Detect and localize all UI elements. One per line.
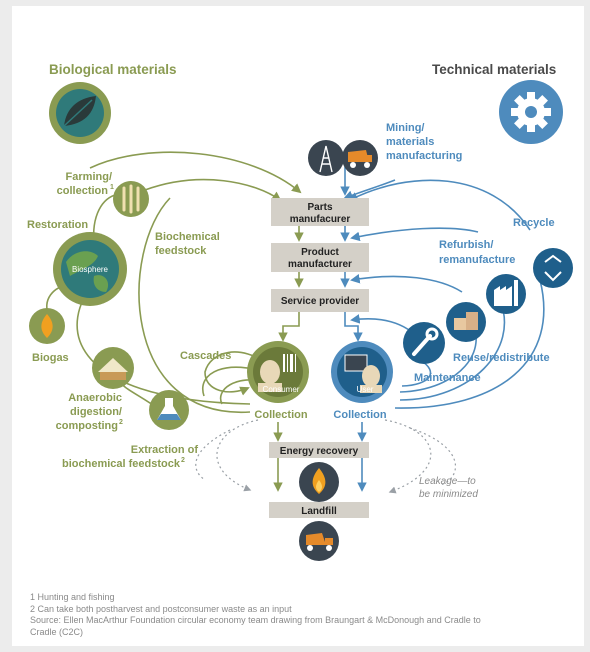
mining-truck-icon bbox=[342, 140, 378, 176]
bio-collection-label: Collection bbox=[254, 409, 307, 421]
footnote-1: 1 Hunting and fishing bbox=[30, 592, 115, 602]
service-provider-box: Service provider bbox=[271, 289, 369, 312]
mining-label-line1: Mining/ bbox=[386, 122, 425, 134]
svg-text:Landfill: Landfill bbox=[301, 506, 337, 517]
footnotes: 1 Hunting and fishing 2 Can take both po… bbox=[30, 592, 590, 638]
leakage-dotted-arcs bbox=[195, 419, 457, 494]
biogas-label: Biogas bbox=[32, 352, 69, 364]
maintenance-label: Maintenance bbox=[414, 372, 481, 384]
center-flow-arrows bbox=[273, 160, 367, 492]
tech-collection-label: Collection bbox=[333, 409, 386, 421]
extraction-sup: 2 bbox=[181, 457, 185, 464]
recycle-icon bbox=[533, 248, 573, 288]
farming-label-line1: Farming/ bbox=[66, 171, 112, 183]
refurbish-label-line1: Refurbish/ bbox=[439, 239, 493, 251]
extraction-label-line1: Extraction of bbox=[131, 444, 199, 456]
farming-label-line2: collection bbox=[57, 185, 109, 197]
recycle-label: Recycle bbox=[513, 217, 555, 229]
mining-label-line3: manufacturing bbox=[386, 150, 462, 162]
anaerobic-label-line1: Anaerobic bbox=[68, 392, 122, 404]
compost-icon bbox=[92, 347, 134, 389]
biosphere-globe-icon: Biosphere bbox=[53, 232, 127, 306]
biological-materials-header: Biological materials bbox=[49, 62, 177, 77]
footnote-source: Source: Ellen MacArthur Foundation circu… bbox=[30, 615, 481, 625]
parts-manufacturer-box: Parts manufacurer bbox=[271, 198, 369, 226]
mining-label-line2: materials bbox=[386, 136, 434, 148]
boxes-icon bbox=[446, 302, 486, 342]
anaerobic-sup: 2 bbox=[119, 419, 123, 426]
footnote-2: 2 Can take both postharvest and postcons… bbox=[30, 603, 292, 614]
oil-derrick-icon bbox=[308, 140, 344, 176]
farming-sup: 1 bbox=[110, 184, 114, 191]
biochemical-label-line2: feedstock bbox=[155, 245, 207, 257]
barcode-consumer-icon: Consumer bbox=[247, 341, 309, 403]
user-label: User bbox=[357, 385, 374, 394]
dump-truck-icon bbox=[299, 521, 339, 561]
fire-icon bbox=[299, 462, 339, 502]
svg-text:Energy recovery: Energy recovery bbox=[280, 446, 359, 457]
flame-icon bbox=[29, 308, 65, 344]
anaerobic-label-line2: digestion/ bbox=[70, 406, 122, 418]
biochemical-label-line1: Biochemical bbox=[155, 231, 220, 243]
leaf-icon bbox=[49, 82, 111, 144]
leakage-label-line1: Leakage—to bbox=[419, 476, 476, 487]
footnote-source-cont: Cradle (C2C) bbox=[30, 626, 84, 637]
cascades-label: Cascades bbox=[180, 350, 231, 362]
gear-icon bbox=[499, 80, 563, 144]
svg-text:Parts: Parts bbox=[307, 202, 332, 213]
svg-text:Product: Product bbox=[301, 247, 339, 258]
svg-text:manufacturer: manufacturer bbox=[288, 259, 352, 270]
svg-text:manufacurer: manufacurer bbox=[290, 214, 351, 225]
landfill-box: Landfill bbox=[269, 502, 369, 518]
refurbish-label-line2: remanufacture bbox=[439, 254, 515, 266]
product-manufacturer-box: Product manufacturer bbox=[271, 243, 369, 272]
computer-user-icon bbox=[331, 341, 393, 403]
anaerobic-label-line3: composting bbox=[56, 420, 118, 432]
energy-recovery-box: Energy recovery bbox=[269, 442, 369, 458]
technical-materials-header: Technical materials bbox=[432, 62, 556, 77]
extraction-label-line2: biochemical feedstock bbox=[62, 458, 181, 470]
reuse-label: Reuse/redistribute bbox=[453, 352, 550, 364]
svg-text:Biosphere: Biosphere bbox=[72, 265, 109, 274]
wrench-icon bbox=[403, 322, 445, 364]
svg-text:Service provider: Service provider bbox=[281, 296, 359, 307]
svg-text:Consumer: Consumer bbox=[263, 385, 300, 394]
restoration-label: Restoration bbox=[27, 219, 88, 231]
factory-icon bbox=[486, 274, 526, 314]
leakage-label-line2: be minimized bbox=[419, 489, 478, 500]
flask-icon bbox=[149, 390, 189, 430]
wheat-icon bbox=[113, 181, 149, 217]
